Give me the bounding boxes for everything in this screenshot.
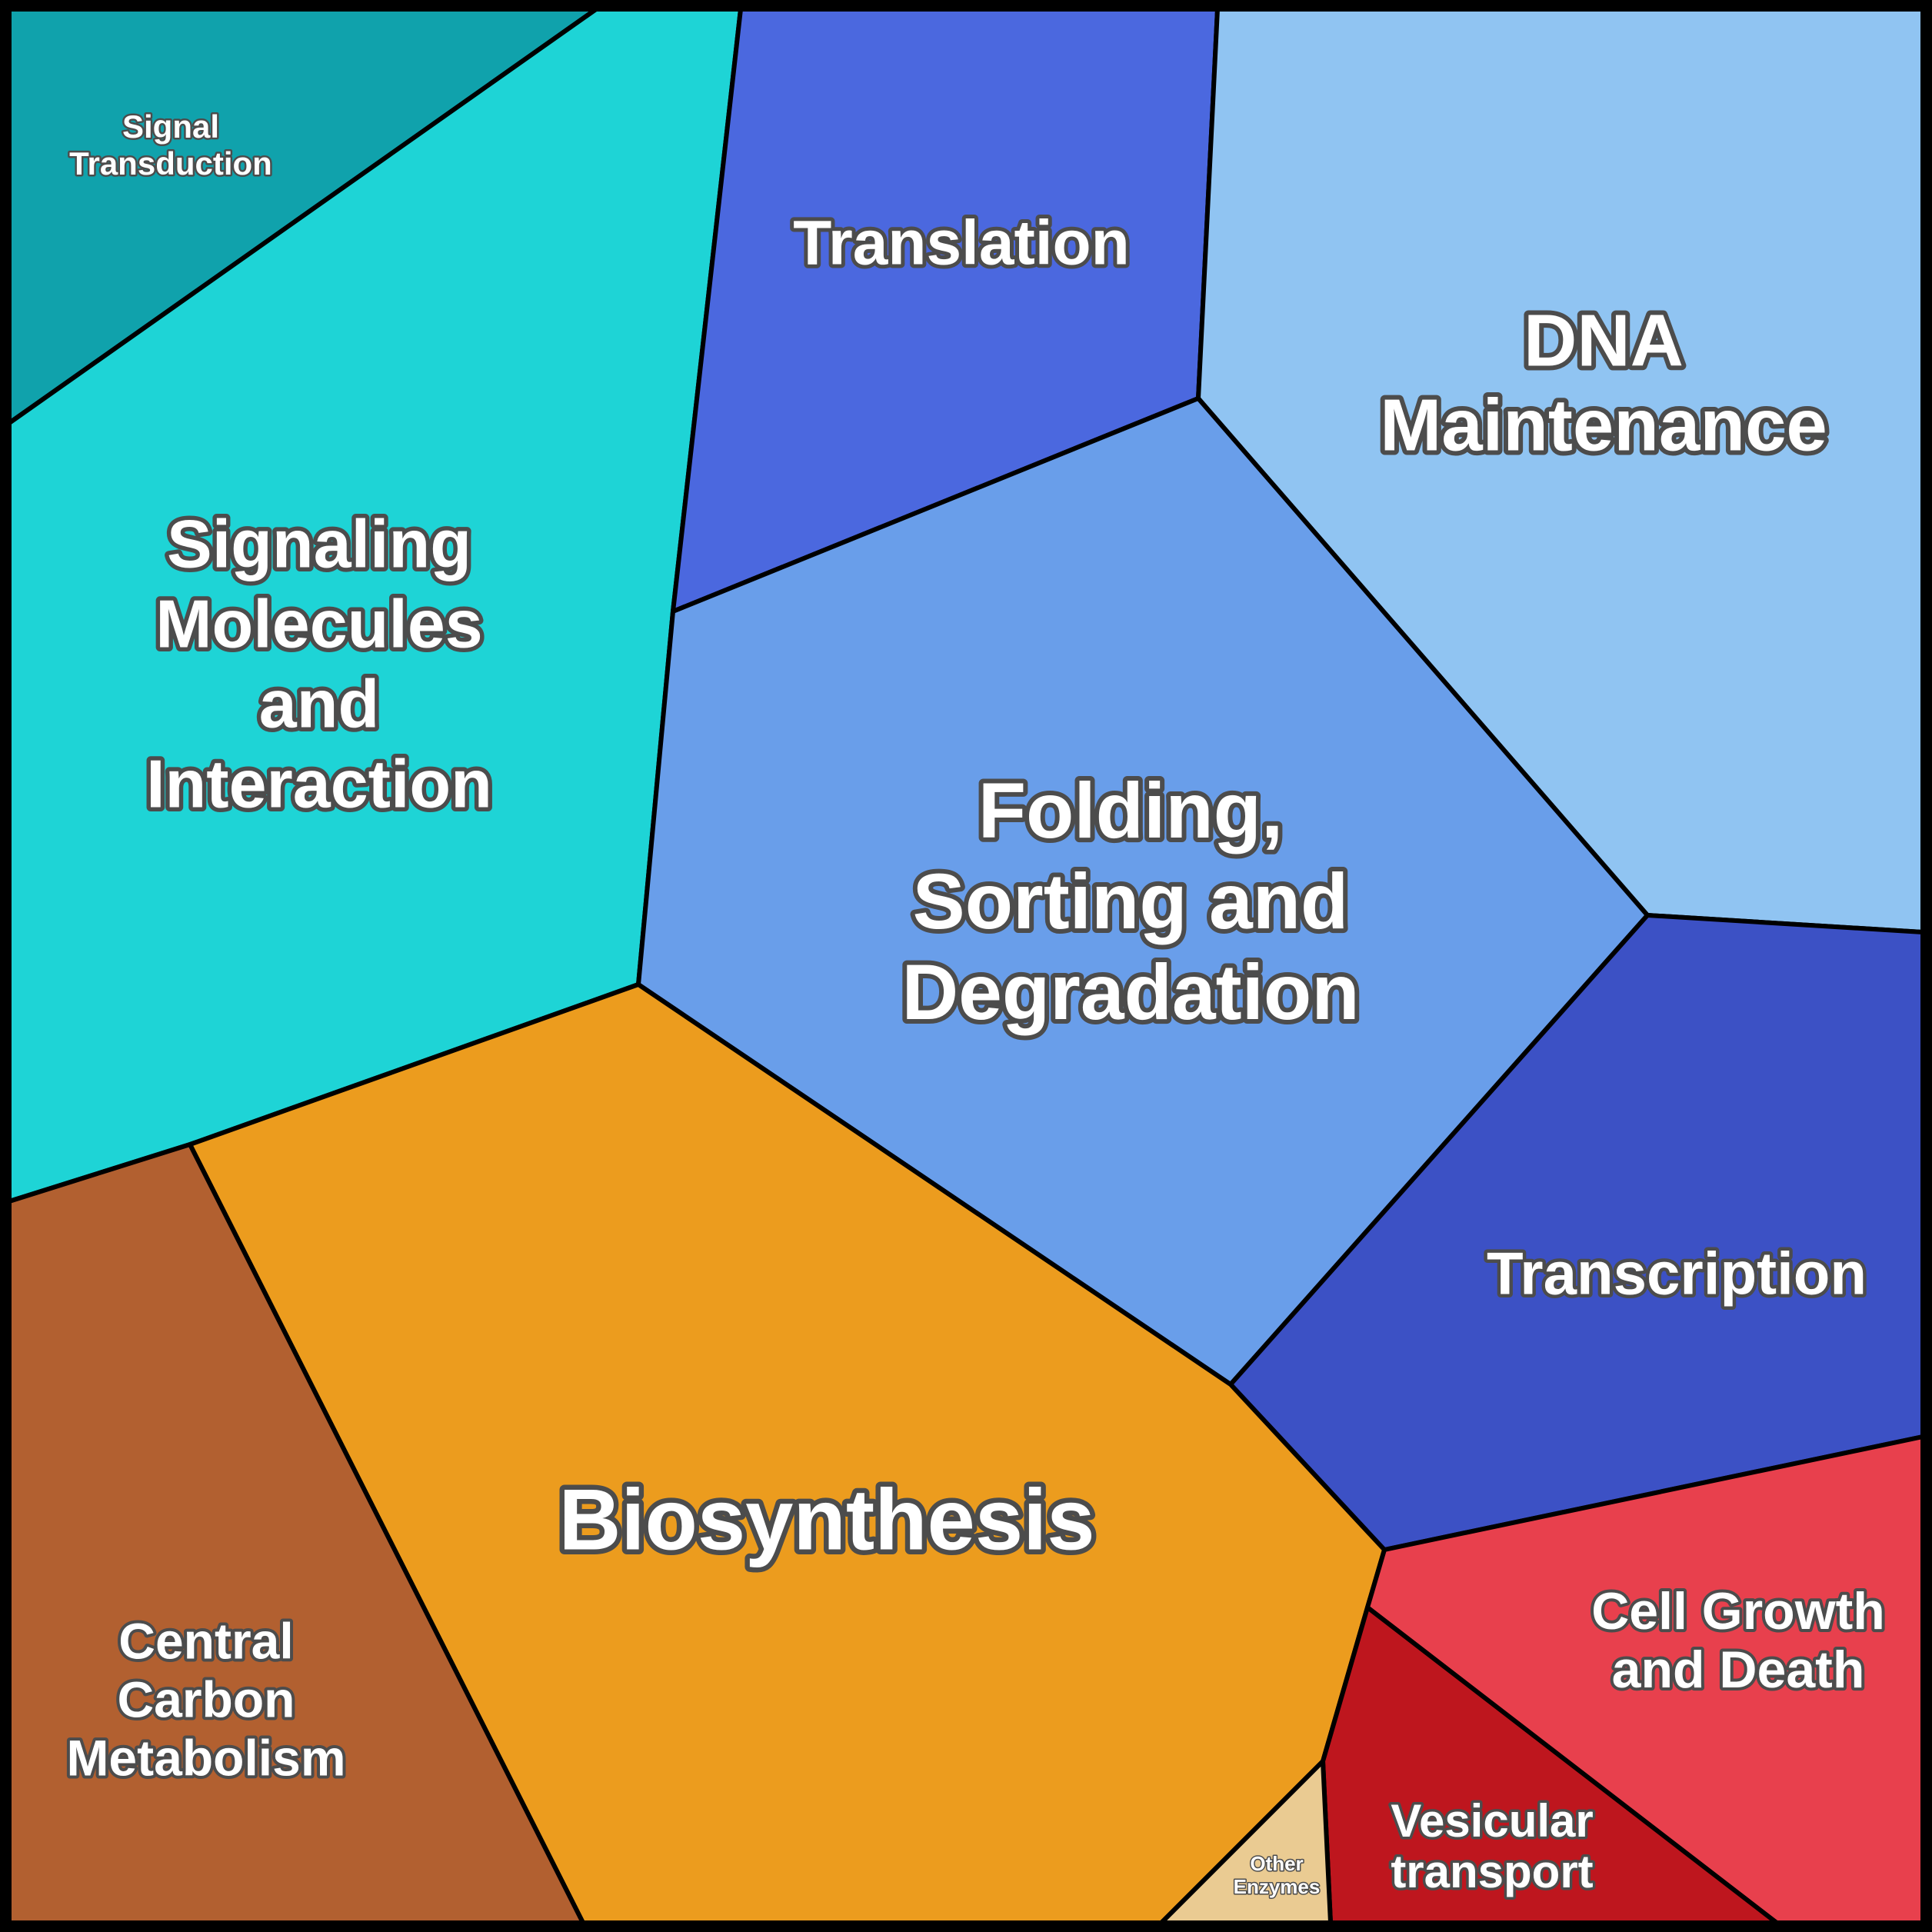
treemap-svg: SignalTransductionSignalingMoleculesandI…	[9, 9, 1923, 1923]
